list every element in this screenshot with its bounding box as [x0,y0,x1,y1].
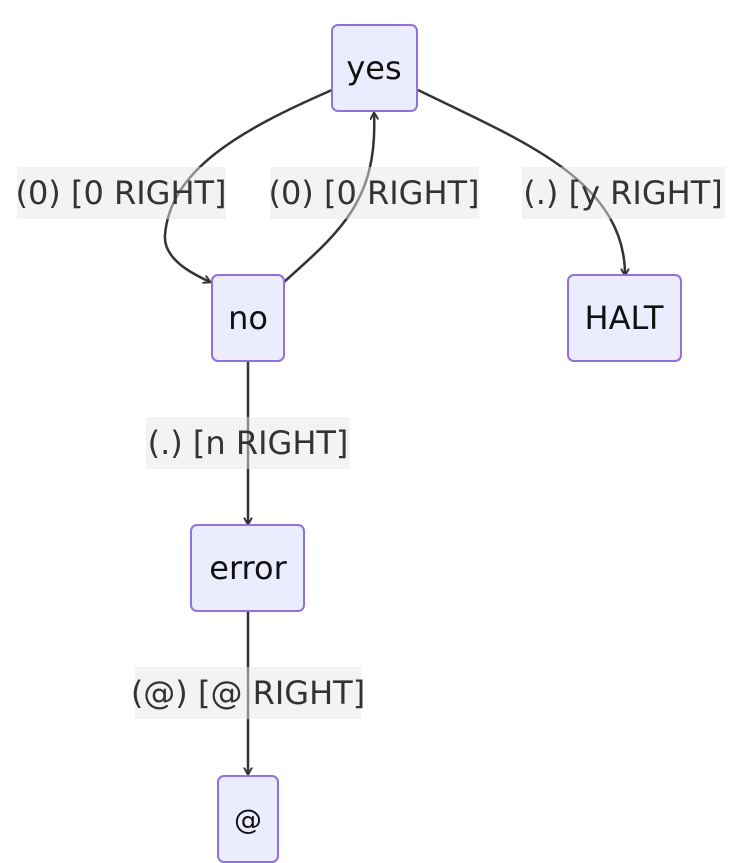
edge-yes-to-halt [417,88,625,275]
edge-label-yes-to-halt: (.) [y RIGHT] [522,167,725,219]
node-error: error [190,524,305,612]
edge-label-text: (.) [y RIGHT] [523,174,722,212]
edge-label-no-to-yes: (0) [0 RIGHT] [268,167,480,219]
node-label: HALT [585,299,664,337]
node-label: @ [234,803,262,836]
node-label: no [228,299,268,337]
node-yes: yes [331,24,418,112]
node-halt: HALT [567,274,682,362]
edge-label-error-to-at: (@) [@ RIGHT] [131,667,365,719]
node-at: @ [217,775,279,863]
edge-label-no-to-error: (.) [n RIGHT] [146,417,350,469]
edge-label-text: (0) [0 RIGHT] [15,174,226,212]
edge-label-text: (@) [@ RIGHT] [131,674,365,712]
edge-label-text: (.) [n RIGHT] [148,424,349,462]
node-no: no [211,274,285,362]
node-label: error [209,549,287,587]
edge-label-text: (0) [0 RIGHT] [268,174,479,212]
edge-label-yes-to-no: (0) [0 RIGHT] [15,167,227,219]
node-label: yes [346,49,401,87]
